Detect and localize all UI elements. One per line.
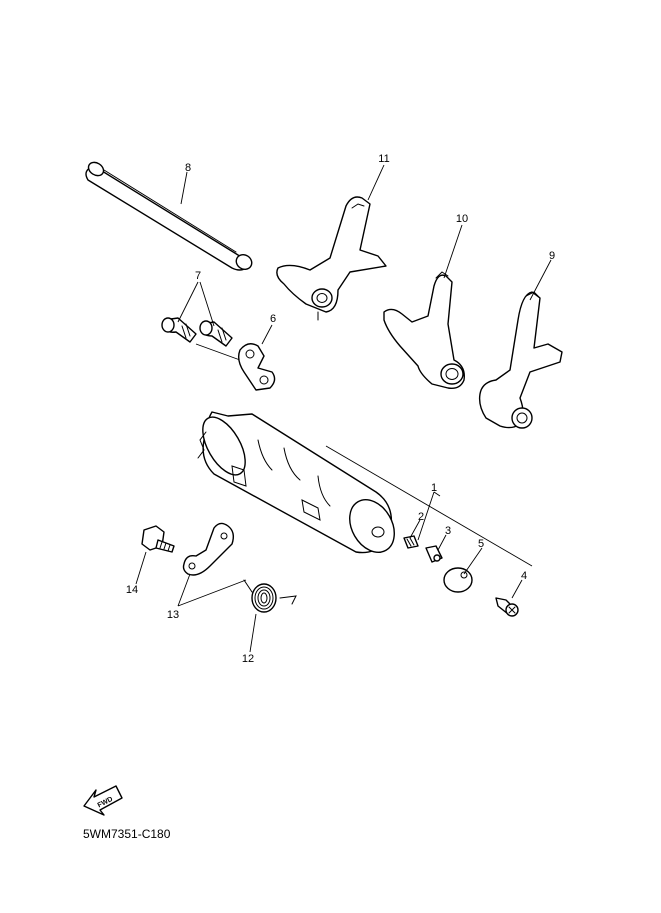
leader-lines xyxy=(135,164,552,653)
callout-14: 14 xyxy=(126,584,138,596)
callout-8: 8 xyxy=(185,162,191,174)
part-14-bolt xyxy=(141,525,175,553)
callout-12: 12 xyxy=(242,653,254,665)
part-1-shift-drum xyxy=(197,411,395,554)
part-7-screws xyxy=(161,317,241,361)
part-5-washer xyxy=(443,567,473,593)
callout-10: 10 xyxy=(456,213,468,225)
callout-9: 9 xyxy=(549,250,555,262)
fwd-arrow-icon: FWD xyxy=(83,785,123,816)
callout-2: 2 xyxy=(418,511,424,523)
diagram-code: 5WM7351-C180 xyxy=(83,827,171,841)
callout-7: 7 xyxy=(195,270,201,282)
part-11-shift-fork xyxy=(276,196,387,321)
part-4-screw xyxy=(495,597,519,617)
callout-6: 6 xyxy=(270,313,276,325)
callout-labels: 1 2 3 4 5 6 7 8 9 10 11 12 13 14 xyxy=(126,153,555,665)
part-10-shift-fork xyxy=(383,271,465,390)
callout-5: 5 xyxy=(478,538,484,550)
callout-4: 4 xyxy=(521,570,527,582)
part-8-guide-bar xyxy=(85,161,253,271)
callout-3: 3 xyxy=(445,525,451,537)
callout-1: 1 xyxy=(431,482,437,494)
callout-11: 11 xyxy=(378,153,389,165)
part-13-lever xyxy=(182,522,235,576)
part-6-plate xyxy=(237,343,276,391)
part-12-spring xyxy=(243,579,297,613)
part-2-pin xyxy=(403,535,419,549)
part-9-shift-fork xyxy=(478,291,563,429)
part-3-pin xyxy=(425,545,443,563)
callout-13: 13 xyxy=(167,609,179,621)
